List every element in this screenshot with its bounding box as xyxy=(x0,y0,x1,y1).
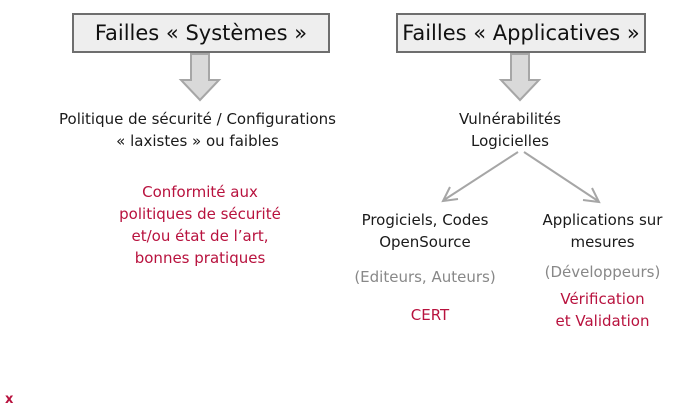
branch-label-line: Applications sur xyxy=(542,211,663,229)
systemes-highlight: Conformité aux politiques de sécurité et… xyxy=(100,181,300,269)
applicatives-description: Vulnérabilités Logicielles xyxy=(440,108,580,152)
description-line: Vulnérabilités xyxy=(459,110,561,128)
failles-applicatives-title: Failles « Applicatives » xyxy=(402,21,640,45)
cert-highlight: CERT xyxy=(410,306,450,324)
branch-label-line: OpenSource xyxy=(379,233,471,251)
block-arrow-down-right xyxy=(498,53,542,102)
failles-systemes-title: Failles « Systèmes » xyxy=(94,21,308,45)
description-line: Politique de sécurité / Configurations xyxy=(59,110,336,128)
failles-applicatives-box: Failles « Applicatives » xyxy=(396,13,646,53)
branch-arrow-right xyxy=(523,151,601,204)
progiciels-label: Progiciels, Codes OpenSource xyxy=(340,209,510,253)
highlight-line: politiques de sécurité xyxy=(119,205,281,223)
failles-systemes-box: Failles « Systèmes » xyxy=(72,13,330,53)
branch-arrow-left xyxy=(441,151,519,203)
highlight-line: Vérification xyxy=(560,290,645,308)
highlight-line: bonnes pratiques xyxy=(134,249,266,267)
description-line: Logicielles xyxy=(471,132,549,150)
branch-label-line: mesures xyxy=(570,233,635,251)
description-line: « laxistes » ou faibles xyxy=(116,132,279,150)
systemes-description: Politique de sécurité / Configurations «… xyxy=(20,108,375,152)
editeurs-actors: (Editeurs, Auteurs) xyxy=(354,268,496,286)
branch-label-line: Progiciels, Codes xyxy=(361,211,489,229)
footer-x-mark: x xyxy=(5,392,14,407)
applications-label: Applications sur mesures xyxy=(525,209,680,253)
highlight-line: et/ou état de l’art, xyxy=(131,227,269,245)
highlight-line: et Validation xyxy=(555,312,650,330)
developpeurs-actors: (Développeurs) xyxy=(544,263,661,281)
highlight-line: Conformité aux xyxy=(142,183,258,201)
verification-highlight: Vérification et Validation xyxy=(525,288,680,332)
block-arrow-down-left xyxy=(178,53,222,102)
